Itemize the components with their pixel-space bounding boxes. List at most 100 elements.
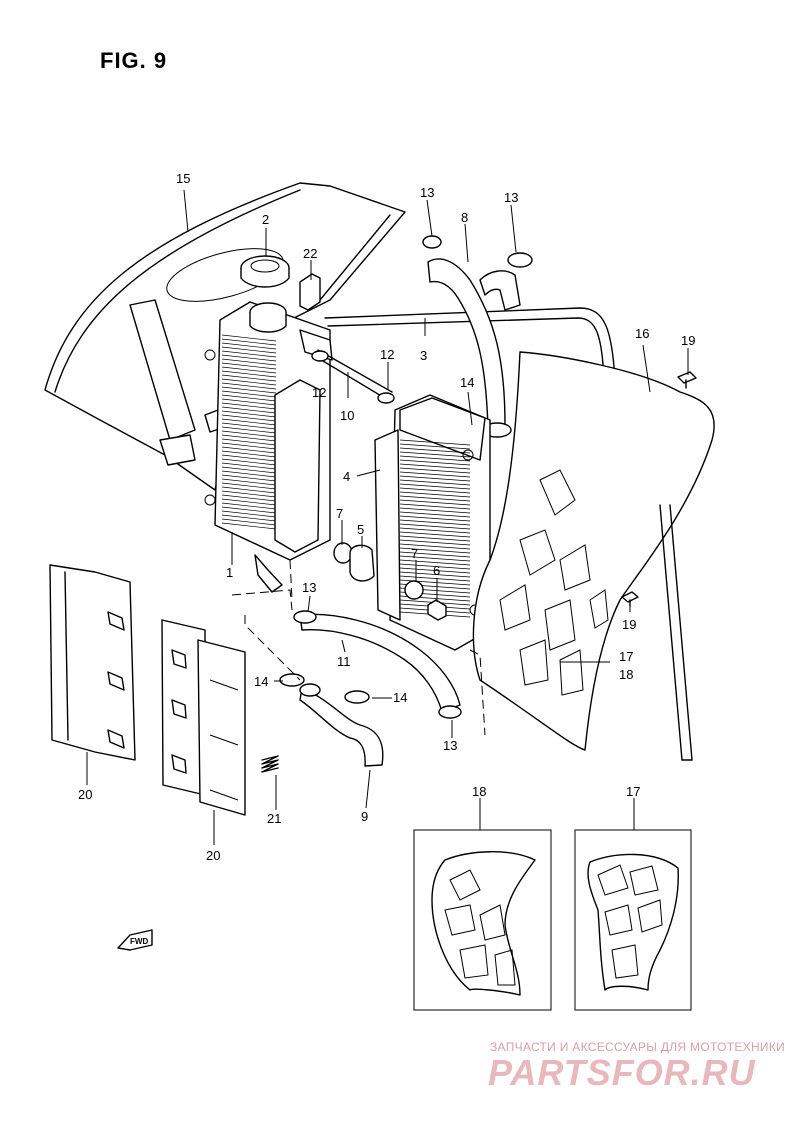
radiator-fin <box>399 575 471 582</box>
radiator-fin <box>399 503 471 510</box>
callout-2: 2 <box>262 212 269 227</box>
callout-11: 11 <box>337 654 351 669</box>
radiator-fin <box>221 458 277 466</box>
radiator-fin <box>399 559 471 566</box>
callout-22: 22 <box>303 246 317 261</box>
radiator-fin <box>399 551 471 558</box>
callout-16: 16 <box>635 326 649 341</box>
radiator-fin <box>399 471 471 478</box>
callout-4: 4 <box>343 469 350 484</box>
radiator-fin <box>399 483 471 490</box>
radiator-fin <box>221 438 277 446</box>
radiator-fin <box>221 462 277 470</box>
callout-12-b: 12 <box>312 385 326 400</box>
callout-14-a: 14 <box>460 375 474 390</box>
bolt-19-upper <box>677 371 697 389</box>
radiator-fin <box>221 454 277 462</box>
callout-8: 8 <box>461 210 468 225</box>
fwd-label: FWD <box>130 937 148 946</box>
radiator-fin <box>221 398 277 406</box>
radiator-fin <box>221 470 277 478</box>
radiator-fin <box>399 459 471 466</box>
radiator-fin <box>221 442 277 450</box>
radiator-fin <box>221 486 277 494</box>
spring-21 <box>261 755 279 773</box>
radiator-fin <box>221 518 277 526</box>
radiator-fin <box>399 539 471 546</box>
radiator-fin <box>399 571 471 578</box>
radiator-fin <box>399 535 471 542</box>
radiator-fin <box>221 382 277 390</box>
radiator-fin <box>221 494 277 502</box>
radiator-left <box>204 301 333 593</box>
radiator-fin <box>399 451 471 458</box>
callout-7-a: 7 <box>336 506 343 521</box>
radiator-fin <box>399 563 471 570</box>
callout-13-d: 13 <box>443 738 457 753</box>
callout-17-a: 17 <box>619 649 633 664</box>
callout-19-a: 19 <box>681 333 695 348</box>
radiator-fin <box>399 443 471 450</box>
radiator-fin <box>399 547 471 554</box>
fittings-7-5-6 <box>333 542 447 621</box>
callout-13-c: 13 <box>302 580 316 595</box>
callout-3: 3 <box>420 348 427 363</box>
callout-12-a: 12 <box>380 347 394 362</box>
watermark-logo: PARTSFOR.RU <box>488 1052 756 1093</box>
callout-1: 1 <box>226 565 233 580</box>
radiator-fin <box>221 362 277 370</box>
pipe-10 <box>317 349 393 401</box>
radiator-fin <box>221 446 277 454</box>
callout-19-b: 19 <box>622 617 636 632</box>
radiator-fin <box>399 519 471 526</box>
radiator-fin <box>221 434 277 442</box>
graphic-box-17 <box>574 829 692 1011</box>
callout-18-a: 18 <box>619 667 633 682</box>
radiator-fin <box>221 430 277 438</box>
radiator-fin <box>399 515 471 522</box>
radiator-fin <box>399 491 471 498</box>
radiator-fin <box>399 531 471 538</box>
radiator-fin <box>399 467 471 474</box>
radiator-fin <box>221 506 277 514</box>
radiator-fin <box>221 378 277 386</box>
hose-9 <box>299 683 384 767</box>
callout-10: 10 <box>340 408 354 423</box>
radiator-fin <box>399 447 471 454</box>
radiator-fin <box>221 514 277 522</box>
callout-18-b: 18 <box>472 784 486 799</box>
fwd-arrow: FWD <box>117 929 153 951</box>
radiator-fin <box>221 474 277 482</box>
callout-15: 15 <box>176 171 190 186</box>
radiator-fin <box>221 410 277 418</box>
radiator-fin <box>221 354 277 362</box>
radiator-fin <box>221 490 277 498</box>
radiator-fin <box>221 450 277 458</box>
callout-13-a: 13 <box>420 185 434 200</box>
radiator-fin <box>221 466 277 474</box>
callout-6: 6 <box>433 563 440 578</box>
radiator-fin <box>399 543 471 550</box>
radiator-guard-left <box>49 564 136 761</box>
callout-5: 5 <box>357 522 364 537</box>
clamps <box>279 350 462 719</box>
callout-21: 21 <box>267 811 281 826</box>
radiator-fin <box>221 414 277 422</box>
callout-14-c: 14 <box>393 690 407 705</box>
radiator-fin <box>399 463 471 470</box>
callout-13-b: 13 <box>504 190 518 205</box>
radiator-fin <box>221 358 277 366</box>
radiator-fin <box>399 499 471 506</box>
figure-title: FIG. 9 <box>100 48 168 73</box>
radiator-fin <box>221 406 277 414</box>
radiator-fin <box>399 527 471 534</box>
radiator-fin <box>221 350 277 358</box>
radiator-fin <box>399 475 471 482</box>
radiator-fin <box>399 511 471 518</box>
pad-22 <box>299 273 321 311</box>
callout-9: 9 <box>361 809 368 824</box>
radiator-fin <box>221 498 277 506</box>
radiator-fin <box>221 478 277 486</box>
radiator-shroud-right <box>472 351 715 761</box>
radiator-fin <box>221 502 277 510</box>
